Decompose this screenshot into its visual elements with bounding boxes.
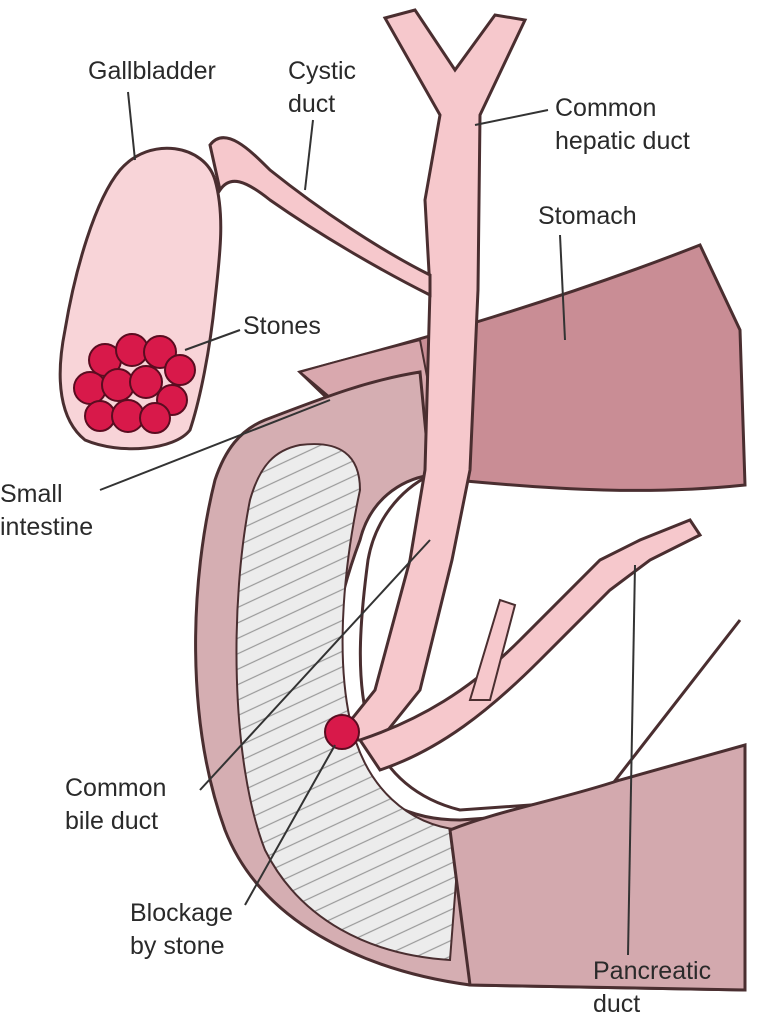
label-blockage-line2: by stone bbox=[130, 930, 233, 963]
label-small-intestine-line2: intestine bbox=[0, 511, 93, 544]
label-gallbladder: Gallbladder bbox=[88, 55, 216, 88]
label-pancreatic-duct: Pancreatic duct bbox=[593, 955, 711, 1019]
label-small-intestine: Small intestine bbox=[0, 478, 93, 544]
label-common-hepatic-duct-line1: Common bbox=[555, 92, 690, 125]
blocking-stone bbox=[325, 715, 359, 749]
label-blockage-line1: Blockage bbox=[130, 897, 233, 930]
label-pancreatic-duct-line2: duct bbox=[593, 988, 711, 1019]
label-common-bile-duct-line2: bile duct bbox=[65, 805, 166, 838]
label-pancreatic-duct-line1: Pancreatic bbox=[593, 955, 711, 988]
label-common-bile-duct-line1: Common bbox=[65, 772, 166, 805]
label-cystic-duct-line1: Cystic bbox=[288, 55, 356, 88]
label-common-bile-duct: Common bile duct bbox=[65, 772, 166, 838]
label-cystic-duct-line2: duct bbox=[288, 88, 356, 121]
label-stomach: Stomach bbox=[538, 200, 637, 233]
label-common-hepatic-duct-line2: hepatic duct bbox=[555, 125, 690, 158]
label-stones: Stones bbox=[243, 310, 321, 343]
label-blockage: Blockage by stone bbox=[130, 897, 233, 963]
label-gallbladder-line1: Gallbladder bbox=[88, 55, 216, 88]
label-common-hepatic-duct: Common hepatic duct bbox=[555, 92, 690, 158]
label-stomach-line1: Stomach bbox=[538, 200, 637, 233]
label-small-intestine-line1: Small bbox=[0, 478, 93, 511]
cystic-duct bbox=[210, 138, 430, 295]
label-stones-line1: Stones bbox=[243, 310, 321, 343]
label-cystic-duct: Cystic duct bbox=[288, 55, 356, 121]
intestine-right-segment bbox=[450, 745, 745, 990]
